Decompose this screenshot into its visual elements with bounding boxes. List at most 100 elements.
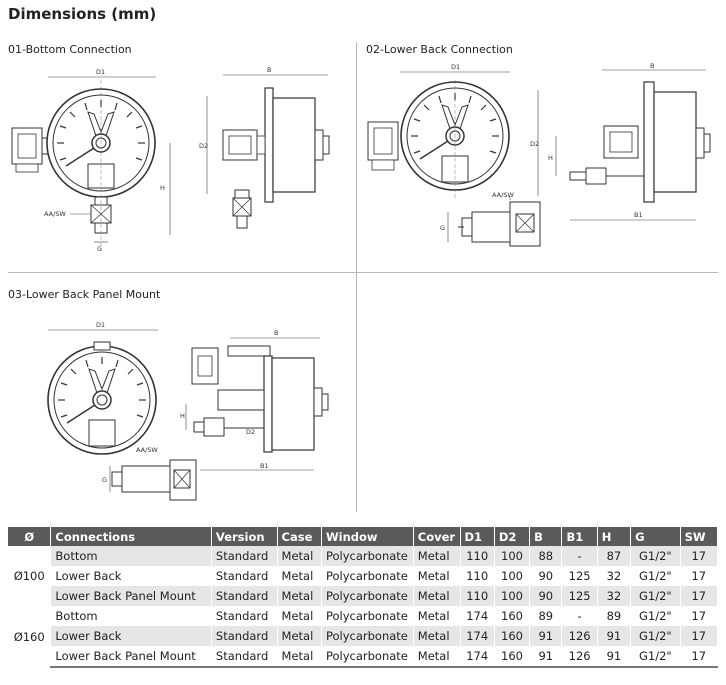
table-cell-cover: Metal [413,646,461,668]
table-row: Ø160 Bottom Standard Metal Polycarbonate… [8,606,719,667]
table-cell-sw: 17 [680,646,719,668]
header-b: B [529,527,563,546]
table-cell-connection: Bottom [50,606,212,626]
table-cell-case: Metal [277,566,322,586]
table-cell-h: 91 [597,626,632,646]
table-row: Lower Back Panel Mount Standard Metal Po… [8,646,719,668]
section-divider-horizontal [8,272,718,273]
table-cell-window: Polycarbonate [321,646,414,668]
table-cell-d1: 110 [460,566,495,586]
table-cell-diameter: Ø100 [8,546,52,606]
header-h: H [597,527,632,546]
dim-label-d1: D1 [96,321,105,329]
drawing-bottom-side: B D2 [199,66,330,229]
table-cell-sw: 17 [680,606,719,626]
dimensions-table: Ø Connections Version Case Window Cover … [8,527,719,668]
table-cell-version: Standard [211,566,278,586]
table-cell-b1: - [561,546,598,566]
table-cell-diameter: Ø160 [8,606,52,667]
drawing-bottom-front: D1 H AA/SW G [11,68,171,253]
table-cell-version: Standard [211,646,278,668]
table-cell-cover: Metal [413,606,461,626]
dim-label-aasw: AA/SW [492,191,514,199]
header-diameter: Ø [8,527,52,546]
table-cell-b1: 126 [561,626,598,646]
table-row: Ø100 Bottom Standard Metal Polycarbonate… [8,546,719,606]
table-cell-b1: - [561,606,598,626]
header-g: G [630,527,681,546]
table-cell-h: 32 [597,586,632,606]
table-cell-case: Metal [277,606,322,626]
table-cell-version: Standard [211,606,278,626]
table-cell-window: Polycarbonate [321,586,414,606]
section-label-bottom-connection: 01-Bottom Connection [8,43,132,56]
table-cell-b1: 125 [561,566,598,586]
table-cell-g: G1/2" [630,586,681,606]
table-cell-b: 90 [529,586,563,606]
page-title: Dimensions (mm) [8,5,157,23]
table-cell-h: 32 [597,566,632,586]
drawing-lower-back-side: B D2 H B1 [530,62,711,221]
dim-label-aasw: AA/SW [136,446,158,454]
table-cell-window: Polycarbonate [321,546,414,566]
table-cell-d1: 110 [460,546,495,566]
table-cell-h: 89 [597,606,632,626]
dim-label-h: H [160,184,165,192]
dim-label-d1: D1 [96,68,105,76]
header-case: Case [277,527,322,546]
dim-label-b: B [650,62,654,70]
table-cell-cover: Metal [413,546,461,566]
table-cell-sw: 17 [680,586,719,606]
table-cell-h: 87 [597,546,632,566]
table-cell-connection: Lower Back [50,566,212,586]
table-cell-connection: Lower Back Panel Mount [50,646,212,668]
drawing-panel-mount-front: D1 G AA/SW [47,321,197,501]
table-cell-b: 91 [529,626,563,646]
dim-label-aasw: AA/SW [44,210,66,218]
section-divider-vertical [356,42,357,512]
table-cell-d1: 110 [460,586,495,606]
table-cell-d2: 100 [494,546,531,566]
table-cell-case: Metal [277,626,322,646]
table-cell-case: Metal [277,586,322,606]
header-b1: B1 [561,527,598,546]
table-cell-cover: Metal [413,586,461,606]
dim-label-h: H [180,412,185,420]
table-cell-sw: 17 [680,566,719,586]
dim-label-h: H [548,154,553,162]
table-cell-b1: 126 [561,646,598,668]
table-cell-version: Standard [211,546,278,566]
dim-label-d2: D2 [246,428,255,436]
dim-label-b: B [274,329,278,337]
drawing-panel-mount-side: B H D2 B1 [180,329,329,471]
table-cell-g: G1/2" [630,646,681,668]
table-cell-d2: 100 [494,586,531,606]
dim-label-g: G [440,224,445,232]
header-d1: D1 [460,527,495,546]
section-label-lower-back-panel-mount: 03-Lower Back Panel Mount [8,288,161,301]
table-cell-g: G1/2" [630,606,681,626]
table-cell-connection: Bottom [50,546,212,566]
table-cell-d2: 100 [494,566,531,586]
header-connections: Connections [50,527,212,546]
table-cell-version: Standard [211,586,278,606]
table-cell-d2: 160 [494,626,531,646]
table-cell-b: 90 [529,566,563,586]
table-header-row: Ø Connections Version Case Window Cover … [8,527,719,546]
dim-label-d1: D1 [451,63,460,71]
table-cell-b: 91 [529,646,563,668]
table-row: Lower Back Panel Mount Standard Metal Po… [8,586,719,606]
table-cell-g: G1/2" [630,626,681,646]
dim-label-d2: D2 [530,140,539,148]
table-cell-window: Polycarbonate [321,606,414,626]
dim-label-b: B [267,66,271,74]
drawing-lower-back-front: D1 G AA/SW [367,63,541,247]
table-row: Lower Back Standard Metal Polycarbonate … [8,566,719,586]
dim-label-g: G [97,245,102,253]
table-cell-b: 88 [529,546,563,566]
table-cell-g: G1/2" [630,566,681,586]
header-window: Window [321,527,414,546]
table-cell-d1: 174 [460,606,495,626]
section-label-lower-back-connection: 02-Lower Back Connection [366,43,513,56]
dim-label-b1: B1 [260,462,269,470]
